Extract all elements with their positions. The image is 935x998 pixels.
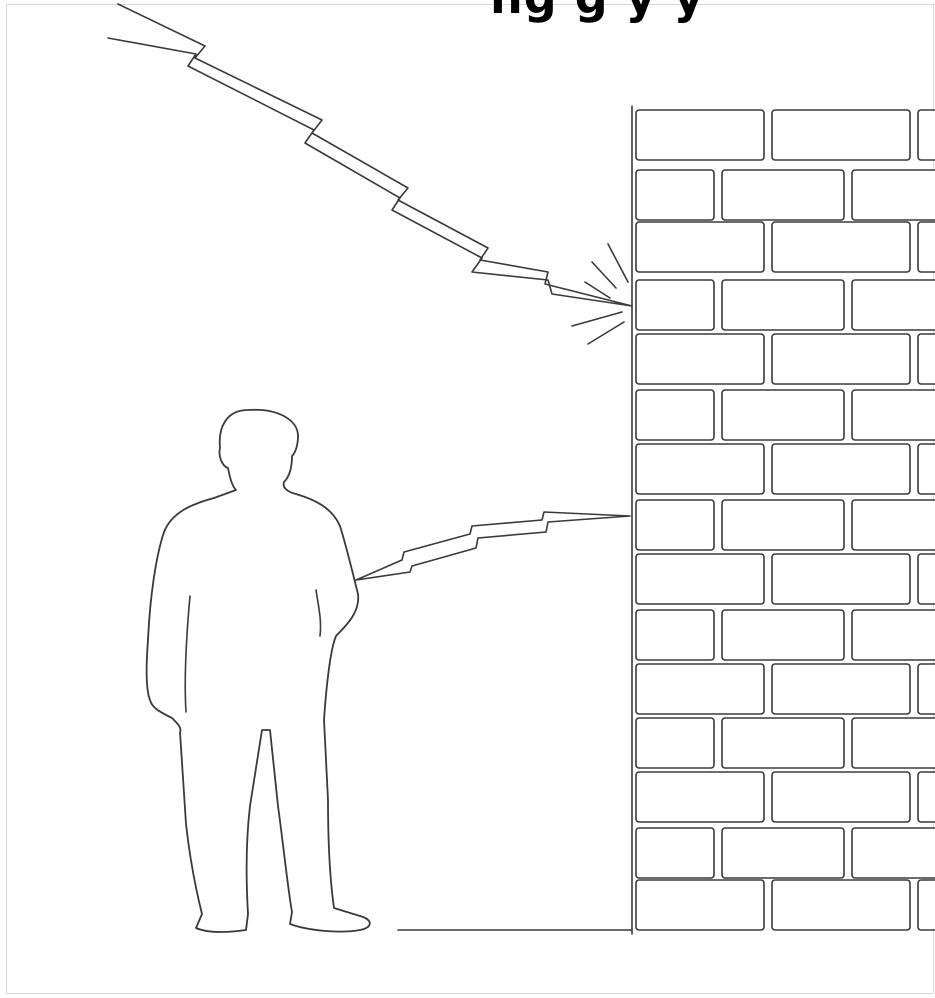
brick <box>722 390 844 440</box>
brick <box>636 390 714 440</box>
brick <box>722 610 844 660</box>
brick <box>636 110 764 160</box>
brick <box>722 828 844 878</box>
brick <box>636 170 714 220</box>
brick <box>918 880 935 930</box>
brick <box>636 664 764 714</box>
brick <box>636 718 714 768</box>
brick <box>636 222 764 272</box>
brick <box>636 500 714 550</box>
brick <box>918 772 935 822</box>
person <box>147 410 370 932</box>
brick <box>852 390 935 440</box>
brick-wall <box>632 106 935 934</box>
brick <box>636 772 764 822</box>
brick <box>636 444 764 494</box>
brick <box>772 222 910 272</box>
brick <box>918 334 935 384</box>
brick <box>772 664 910 714</box>
brick <box>772 334 910 384</box>
brick <box>636 334 764 384</box>
lightning-bolt-small <box>356 512 630 580</box>
brick <box>918 222 935 272</box>
brick <box>722 500 844 550</box>
brick <box>636 554 764 604</box>
brick <box>852 170 935 220</box>
brick <box>636 610 714 660</box>
brick <box>852 718 935 768</box>
brick <box>636 880 764 930</box>
brick <box>772 880 910 930</box>
brick <box>918 110 935 160</box>
brick <box>852 828 935 878</box>
brick <box>636 280 714 330</box>
brick <box>772 772 910 822</box>
impact-burst <box>572 244 628 344</box>
brick <box>772 554 910 604</box>
brick <box>722 718 844 768</box>
brick <box>636 828 714 878</box>
lightning-bolt-large <box>108 4 632 306</box>
brick <box>852 500 935 550</box>
brick <box>772 444 910 494</box>
brick <box>918 444 935 494</box>
brick <box>918 664 935 714</box>
brick <box>772 110 910 160</box>
brick <box>722 280 844 330</box>
brick <box>852 280 935 330</box>
brick <box>852 610 935 660</box>
brick <box>918 554 935 604</box>
brick <box>722 170 844 220</box>
